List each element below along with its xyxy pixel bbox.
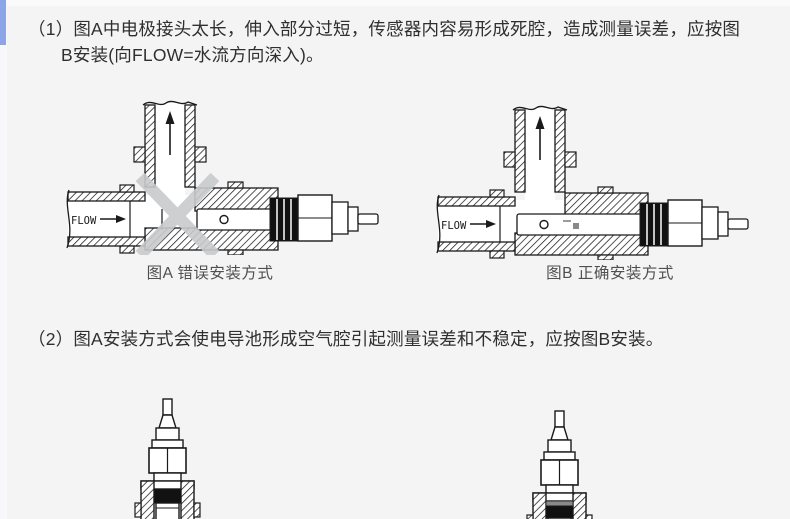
instruction-2-text: 图A安装方式会使电导池形成空气腔引起测量误差和不稳定，应按图B安装。 — [73, 329, 664, 349]
up-flow-arrow — [535, 116, 545, 160]
scrollbar-track[interactable] — [0, 0, 7, 519]
hex-nut — [540, 451, 579, 494]
up-flow-arrow — [165, 111, 175, 155]
flow-label: FLOW — [441, 220, 467, 232]
figure-a-caption: 图A 错误安装方式 — [146, 265, 274, 282]
instruction-1-number: （1） — [28, 19, 74, 39]
x-mark — [135, 172, 220, 255]
figure-a-diagram: FLOW — [66, 100, 379, 255]
cable-pin — [547, 410, 572, 453]
vertical-pipe — [133, 100, 207, 201]
sensor-connector — [639, 199, 749, 247]
instruction-1-text: 图A中电极接头太长，伸入部分过短，传感器内容易形成死腔，造成测量误差，应按图B安… — [61, 19, 741, 65]
instruction-paragraph-1: （1）图A中电极接头太长，伸入部分过短，传感器内容易形成死腔，造成测量误差，应按… — [28, 16, 744, 68]
junction-boss — [514, 186, 649, 260]
figure-b-diagram: FLOW — [436, 105, 749, 260]
sensor-connector — [269, 194, 379, 242]
flow-label: FLOW — [71, 215, 97, 227]
horizontal-pipe: FLOW — [436, 189, 516, 259]
electrode-fitting-right-diagram — [526, 410, 593, 519]
horizontal-pipe: FLOW — [66, 184, 146, 254]
flow-arrow — [100, 215, 126, 223]
fitting-body — [526, 492, 593, 519]
cable-pin — [155, 398, 180, 441]
fitting-body — [134, 480, 201, 519]
section-divider — [0, 0, 790, 6]
instruction-2-number: （2） — [28, 329, 74, 349]
instruction-paragraph-2: （2）图A安装方式会使电导池形成空气腔引起测量误差和不稳定，应按图B安装。 — [28, 326, 768, 352]
hex-nut — [148, 439, 187, 482]
scrollbar-thumb[interactable] — [0, 0, 6, 45]
electrode-fitting-left-diagram — [134, 398, 201, 519]
sensor-probe-deep — [516, 213, 649, 236]
figure-b-caption: 图B 正确安装方式 — [546, 265, 674, 282]
flow-arrow — [470, 220, 496, 228]
vertical-pipe — [503, 105, 577, 206]
